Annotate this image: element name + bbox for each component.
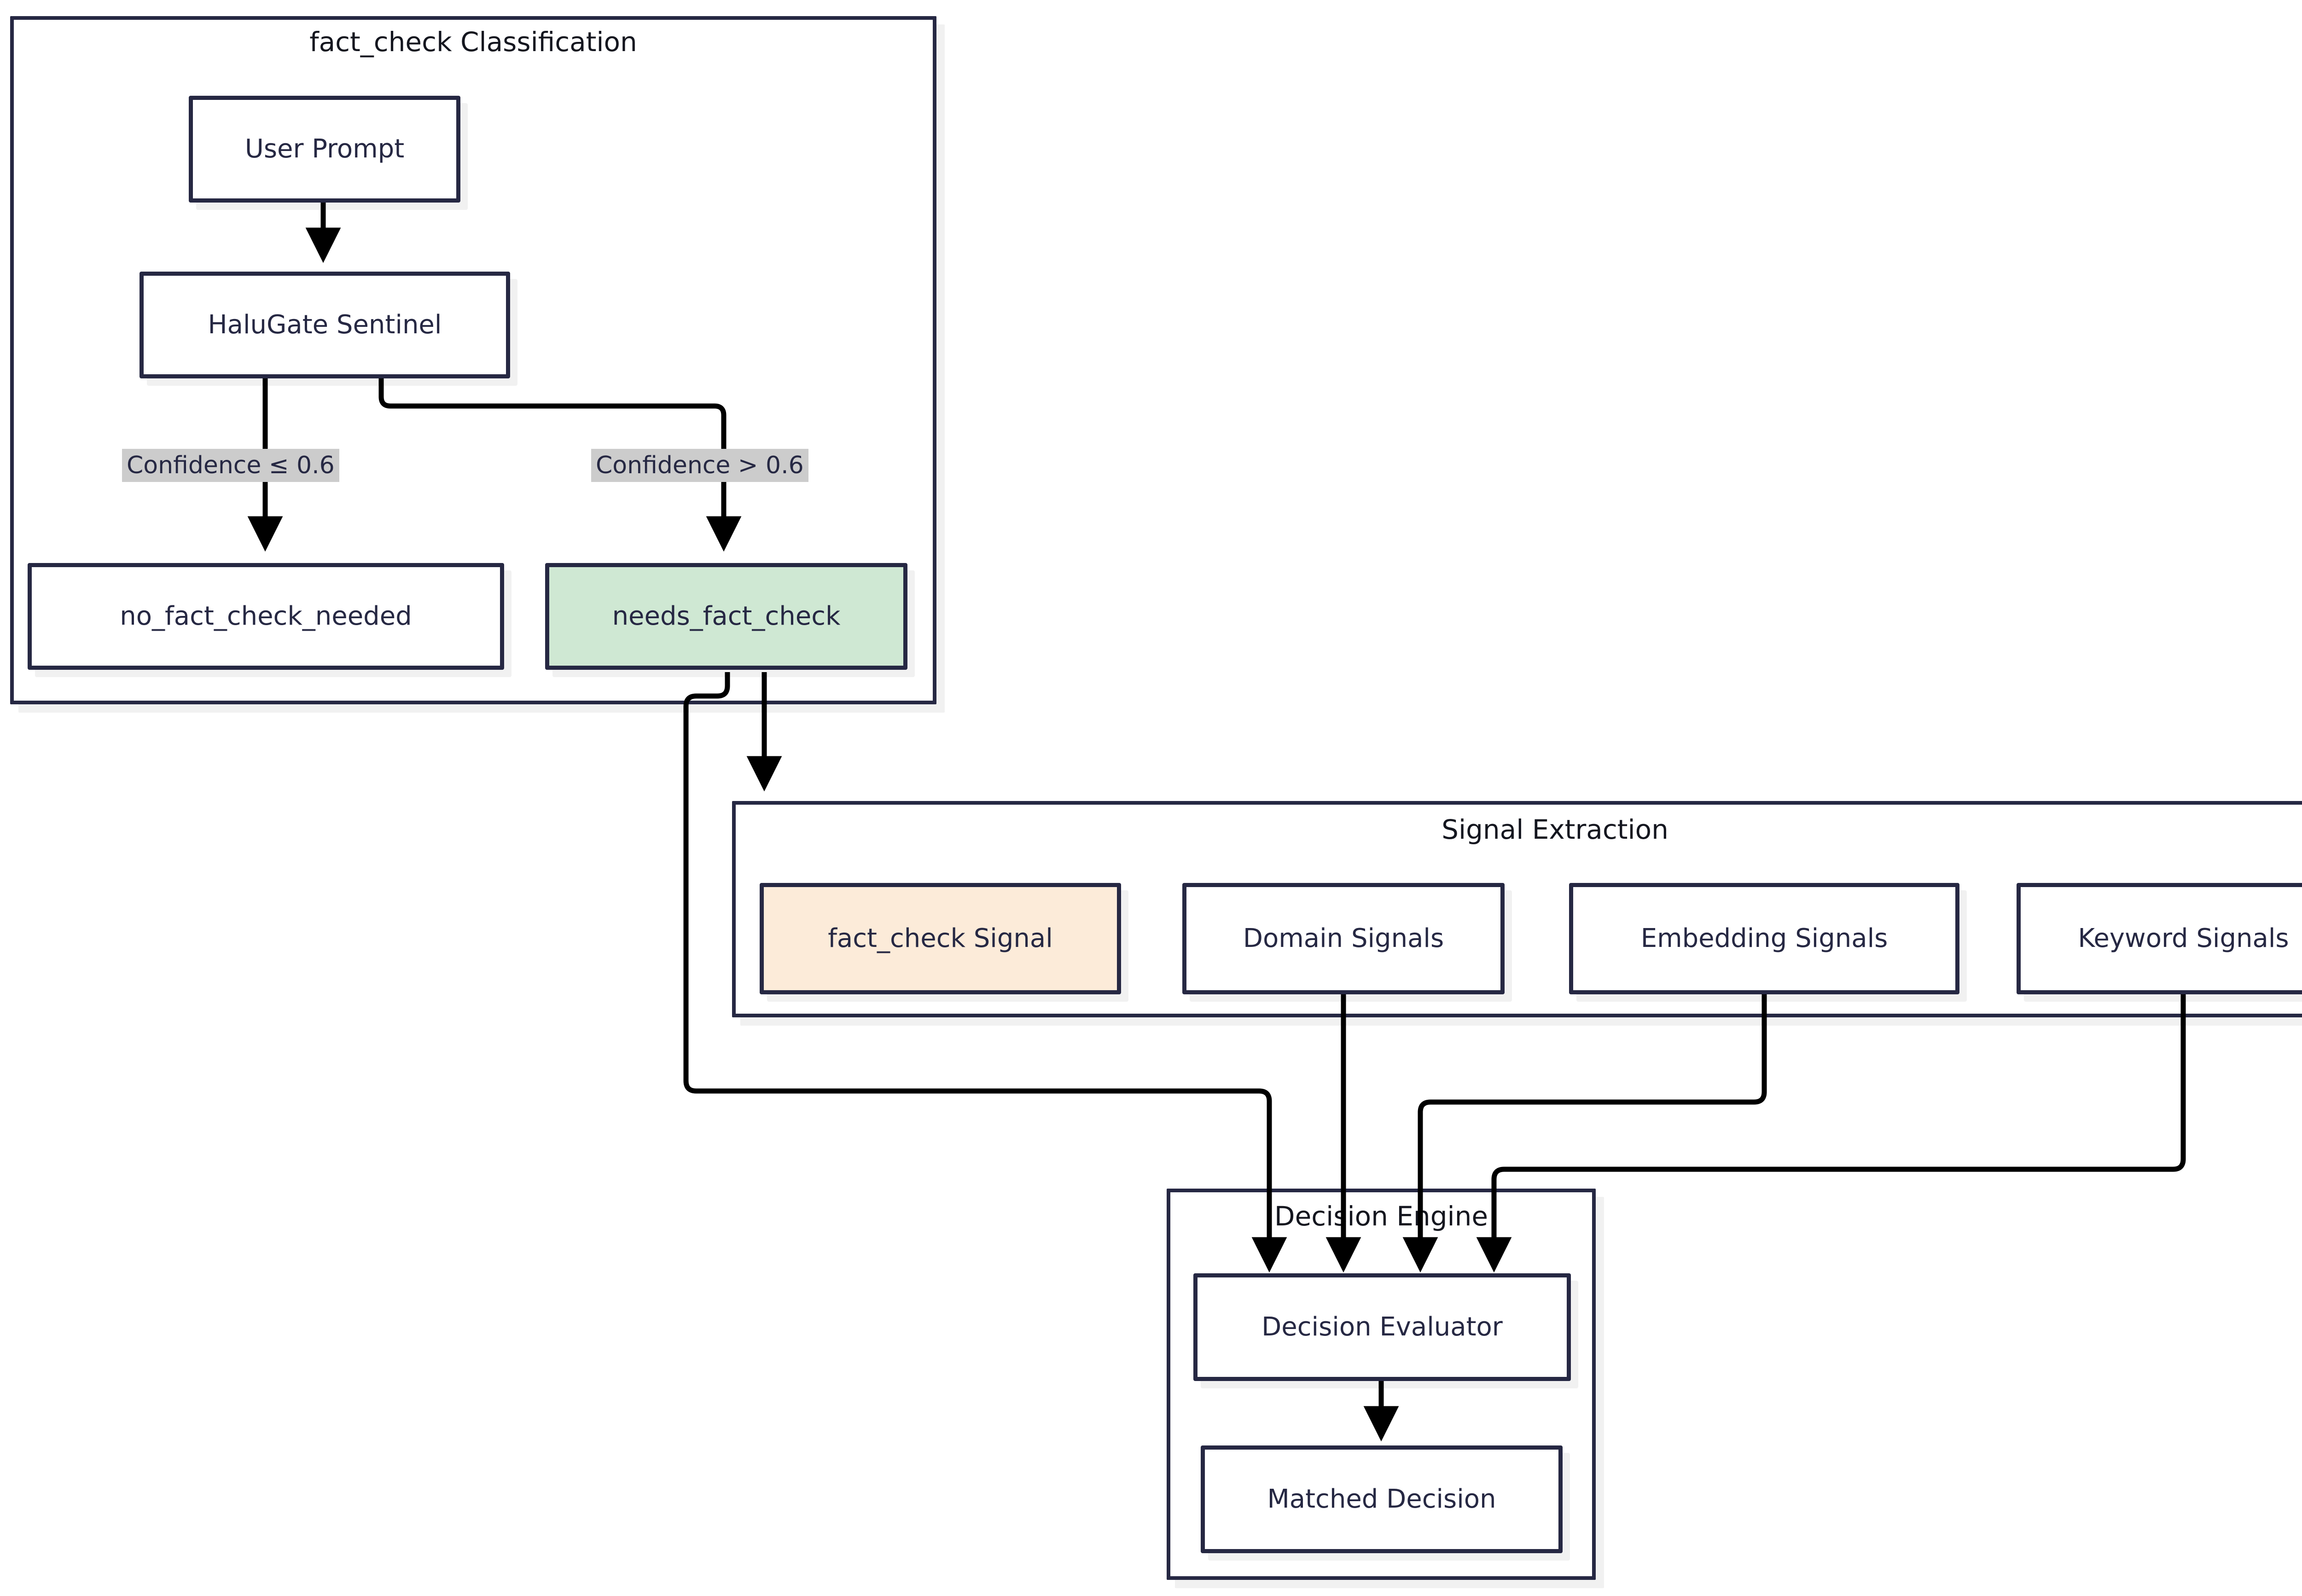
edge-label-confidence-low: Confidence ≤ 0.6	[122, 449, 339, 482]
node-embedding-signals[interactable]: Embedding Signals	[1569, 883, 1959, 994]
node-needs-fact-check-label: needs_fact_check	[612, 601, 841, 632]
edge-keyword-signals-to-decision-evaluator	[1476, 994, 2186, 1273]
edge-halugate-to-needs-fact-check	[378, 378, 742, 552]
edge-label-confidence-high-text: Confidence > 0.6	[596, 452, 804, 479]
node-decision-evaluator[interactable]: Decision Evaluator	[1193, 1273, 1571, 1381]
node-user-prompt-label: User Prompt	[244, 134, 405, 164]
edge-needs-fact-check-to-decision-evaluator	[683, 672, 1287, 1273]
cluster-title-fact-check-classification: fact_check Classification	[309, 26, 637, 58]
node-no-fact-check-needed-label: no_fact_check_needed	[120, 601, 412, 632]
node-no-fact-check-needed[interactable]: no_fact_check_needed	[28, 563, 504, 670]
node-fact-check-signal-label: fact_check Signal	[828, 923, 1053, 954]
node-matched-decision-label: Matched Decision	[1267, 1484, 1496, 1515]
cluster-title-signal-extraction: Signal Extraction	[1442, 814, 1668, 845]
cluster-title-decision-engine: Decision Engine	[1274, 1201, 1488, 1232]
edge-embedding-signals-to-decision-evaluator	[1402, 994, 1767, 1273]
node-halugate-sentinel[interactable]: HaluGate Sentinel	[140, 272, 510, 378]
node-fact-check-signal[interactable]: fact_check Signal	[760, 883, 1121, 994]
node-needs-fact-check[interactable]: needs_fact_check	[545, 563, 907, 670]
edge-label-confidence-high: Confidence > 0.6	[591, 449, 808, 482]
node-keyword-signals-label: Keyword Signals	[2078, 923, 2289, 954]
node-decision-evaluator-label: Decision Evaluator	[1261, 1312, 1503, 1342]
edge-label-confidence-low-text: Confidence ≤ 0.6	[127, 452, 335, 479]
node-domain-signals[interactable]: Domain Signals	[1182, 883, 1505, 994]
node-keyword-signals[interactable]: Keyword Signals	[2017, 883, 2302, 994]
node-domain-signals-label: Domain Signals	[1243, 923, 1444, 954]
node-user-prompt[interactable]: User Prompt	[189, 96, 460, 203]
node-matched-decision[interactable]: Matched Decision	[1201, 1445, 1563, 1553]
node-embedding-signals-label: Embedding Signals	[1640, 923, 1888, 954]
node-halugate-sentinel-label: HaluGate Sentinel	[208, 310, 442, 340]
